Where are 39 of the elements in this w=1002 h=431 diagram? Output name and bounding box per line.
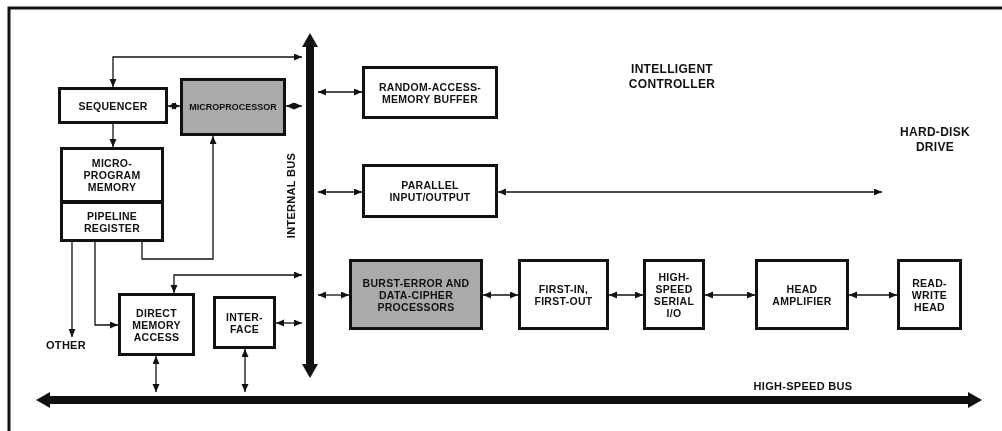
output-label: OTHER — [40, 337, 92, 353]
arrow — [167, 102, 181, 110]
bus-bar — [302, 33, 318, 378]
arrow — [317, 188, 363, 196]
block: SEQUENCER — [58, 87, 168, 124]
arrow — [109, 53, 303, 88]
shaded-block: BURST-ERROR AND DATA-CIPHER PROCESSORS — [349, 259, 483, 330]
arrow — [109, 123, 117, 148]
arrow — [848, 291, 898, 299]
bus-label: INTERNAL BUS — [285, 152, 299, 238]
arrow — [152, 355, 160, 393]
block: INTER-FACE — [213, 296, 276, 349]
arrow — [482, 291, 519, 299]
block: MICRO-PROGRAM MEMORY — [60, 147, 164, 203]
block: READ-WRITE HEAD — [897, 259, 962, 330]
arrow — [68, 241, 76, 338]
block: HIGH-SPEED SERIAL I/O — [643, 259, 705, 330]
block: PIPELINE REGISTER — [60, 201, 164, 242]
arrow — [170, 271, 303, 294]
arrow — [704, 291, 756, 299]
section-label: HARD-DISK DRIVE — [899, 125, 971, 155]
block: FIRST-IN, FIRST-OUT — [518, 259, 609, 330]
arrow — [608, 291, 644, 299]
arrow — [94, 241, 119, 329]
arrow — [285, 102, 303, 110]
shaded-block: MICROPROCESSOR — [180, 78, 286, 136]
section-label: INTELLIGENT CONTROLLER — [627, 62, 717, 92]
block: RANDOM-ACCESS-MEMORY BUFFER — [362, 66, 498, 119]
arrow — [241, 348, 249, 393]
block: DIRECT MEMORY ACCESS — [118, 293, 195, 356]
block: PARALLEL INPUT/OUTPUT — [362, 164, 498, 218]
block: HEAD AMPLIFIER — [755, 259, 849, 330]
bus-label: HIGH-SPEED BUS — [753, 379, 853, 393]
arrow — [317, 291, 350, 299]
arrow — [497, 188, 883, 196]
arrow — [275, 319, 303, 327]
bus-bar — [36, 392, 982, 408]
arrow — [141, 135, 217, 260]
arrow — [317, 88, 363, 96]
